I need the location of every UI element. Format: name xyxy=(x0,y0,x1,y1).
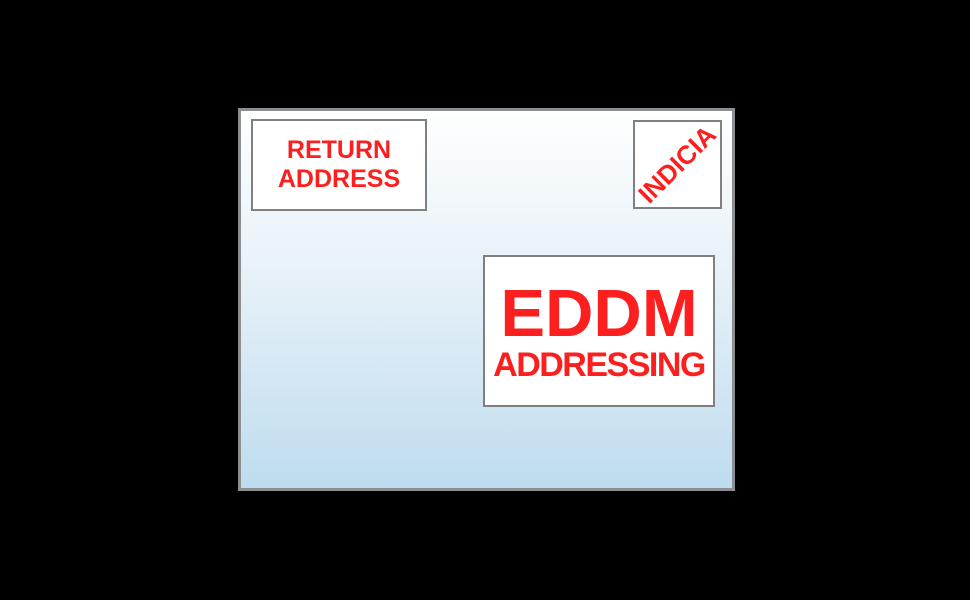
return-address-line2: ADDRESS xyxy=(277,165,401,193)
return-address-box: RETURN ADDRESS xyxy=(251,119,427,211)
eddm-addressing-box: EDDM ADDRESSING xyxy=(483,255,715,407)
eddm-subtitle: ADDRESSING xyxy=(493,346,706,384)
eddm-title: EDDM xyxy=(500,276,698,351)
return-address-line1: RETURN xyxy=(286,136,392,164)
return-address-label: RETURN ADDRESS xyxy=(278,136,400,194)
mailer-envelope: RETURN ADDRESS INDICIA EDDM ADDRESSING xyxy=(238,108,735,491)
indicia-box: INDICIA xyxy=(632,119,722,209)
indicia-label: INDICIA xyxy=(632,119,722,209)
